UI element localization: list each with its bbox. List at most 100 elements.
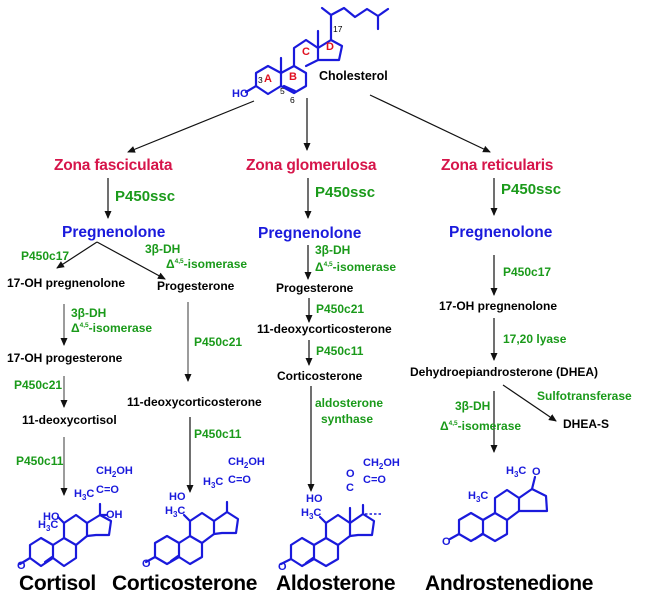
cortisol-double-bond	[43, 555, 54, 564]
cholesterol-label: Cholesterol	[319, 69, 388, 83]
enzyme-glom-3bdh: 3β-DH	[315, 243, 350, 257]
cholesterol-ring-c	[292, 38, 320, 68]
carbon-number-5: 5	[280, 86, 285, 96]
precursor-ret-pregnenolone: Pregnenolone	[449, 224, 553, 241]
aldosterone-h3c-label: H3C	[301, 507, 321, 521]
aldosterone-ring-a	[289, 536, 316, 568]
androstenedione-o17-label: O	[532, 466, 541, 478]
corticosterone-ring-c	[188, 511, 216, 545]
intermediate-fasc-11-deoxycorticosterone: 11-deoxycorticosterone	[127, 395, 262, 409]
carbon-number-17: 17	[333, 24, 343, 34]
androstenedione-ring-d	[517, 487, 549, 513]
arrow-to-reticularis	[369, 94, 491, 153]
intermediate-ret-dhea: Dehydroepiandrosterone (DHEA)	[410, 365, 598, 379]
ring-label-b: B	[289, 71, 297, 83]
arrow-fasc-3bdh-right	[96, 241, 166, 280]
enzyme-fasc-p450c17: P450c17	[21, 249, 69, 263]
androstenedione-ring-b	[481, 511, 509, 543]
corticosterone-keto-bond	[144, 555, 157, 564]
aldosterone-aldehyde-c-label: C	[346, 482, 354, 494]
aldosterone-ch2oh-label: CH2OH	[363, 457, 400, 471]
ring-label-a: A	[264, 73, 272, 85]
precursor-fasc-pregnenolone: Pregnenolone	[62, 224, 166, 241]
cortisol-structure: O HO H3C H3C C=O CH2OH OH	[17, 465, 133, 572]
enzyme-ret-3bdh: 3β-DH	[455, 399, 490, 413]
precursor-glom-pregnenolone: Pregnenolone	[258, 225, 362, 242]
product-name-androstenedione: Androstenedione	[425, 572, 593, 595]
enzyme-ret-p450ssc: P450ssc	[501, 181, 561, 198]
enzyme-ret-sulfotransferase: Sulfotransferase	[537, 389, 632, 403]
aldosterone-ring-b	[312, 536, 340, 568]
ring-label-d: D	[326, 41, 334, 53]
corticosterone-ch2oh-label: CH2OH	[228, 456, 265, 470]
androstenedione-structure: O O H3C H3C	[442, 465, 549, 548]
cholesterol-oh-bond	[244, 84, 258, 94]
androstenedione-ring-c	[493, 488, 521, 522]
corticosterone-oh-bond	[182, 513, 192, 523]
glomerulosa-pathway: Zona glomerulosa P450ssc Pregnenolone 3β…	[246, 157, 396, 492]
enzyme-ret-17-20-lyase: 17,20 lyase	[503, 332, 567, 346]
ring-label-c: C	[302, 46, 310, 58]
enzyme-glom-synthase: synthase	[321, 412, 373, 426]
cholesterol-structure: HO A B C D 3 5 6 17 Cholesterol	[232, 6, 390, 105]
enzyme-fasc-isomerase-right: Δ4,5-isomerase	[166, 257, 247, 271]
aldosterone-oh-bond	[318, 515, 328, 525]
cortisol-oh-bond	[56, 515, 66, 525]
aldosterone-ring-c	[324, 513, 352, 547]
cholesterol-side-chain	[320, 6, 390, 42]
enzyme-glom-aldosterone: aldosterone	[315, 396, 383, 410]
aldosterone-aldehyde-o-label: O	[346, 468, 355, 480]
androstenedione-keto-bond	[448, 532, 461, 541]
aldosterone-double-bond	[304, 556, 315, 565]
intermediate-glom-progesterone: Progesterone	[276, 281, 354, 295]
intermediate-11-deoxycortisol: 11-deoxycortisol	[22, 413, 117, 427]
carbon-number-6: 6	[290, 95, 295, 105]
enzyme-glom-p450c11: P450c11	[316, 344, 364, 358]
fasciculata-pathway: Zona fasciculata P450ssc Pregnenolone P4…	[7, 157, 262, 496]
zone-title-reticularis: Zona reticularis	[441, 157, 553, 174]
product-dhea-s: DHEA-S	[563, 417, 609, 431]
intermediate-glom-corticosterone: Corticosterone	[277, 369, 363, 383]
enzyme-fasc-3bdh-left: 3β-DH	[71, 306, 106, 320]
cortisol-co-label: C=O	[96, 484, 119, 496]
corticosterone-ho-label: HO	[169, 491, 186, 503]
enzyme-fasc-p450ssc: P450ssc	[115, 188, 175, 205]
cholesterol-double-bond	[282, 84, 297, 93]
corticosterone-h3c-label-10: H3C	[165, 505, 185, 519]
carbon-number-3: 3	[258, 75, 263, 85]
enzyme-fasc-p450c21-right: P450c21	[194, 335, 242, 349]
androstenedione-h3c-label-10: H3C	[468, 490, 488, 504]
cortisol-ho-label: HO	[43, 511, 60, 523]
zone-title-glomerulosa: Zona glomerulosa	[246, 157, 377, 174]
cortisol-o-label: O	[17, 560, 26, 572]
aldosterone-co-label: C=O	[363, 474, 386, 486]
corticosterone-double-bond	[169, 554, 180, 563]
androstenedione-h3c-label-13: H3C	[506, 465, 526, 479]
cortisol-h3c-label-13: H3C	[74, 488, 94, 502]
corticosterone-o-label: O	[142, 558, 151, 570]
arrow-to-fasciculata	[127, 100, 255, 153]
zone-title-fasciculata: Zona fasciculata	[54, 157, 173, 174]
cholesterol-ho-label: HO	[232, 88, 249, 100]
cortisol-ch2oh-label: CH2OH	[96, 465, 133, 479]
androstenedione-keto17-bond	[530, 475, 537, 491]
corticosterone-co-label: C=O	[228, 474, 251, 486]
cortisol-ring-d	[85, 513, 113, 538]
intermediate-17oh-progesterone: 17-OH progesterone	[7, 351, 123, 365]
product-name-cortisol: Cortisol	[19, 572, 96, 595]
cholesterol-ring-b	[279, 64, 308, 95]
enzyme-fasc-isomerase-left: Δ4,5-isomerase	[71, 321, 152, 335]
cortisol-keto-bond	[18, 556, 32, 566]
intermediate-ret-17oh-pregnenolone: 17-OH pregnenolone	[439, 299, 557, 313]
enzyme-fasc-p450c11-left: P450c11	[16, 454, 64, 468]
cortisol-ring-c	[62, 513, 89, 547]
aldosterone-o-label: O	[278, 561, 287, 573]
enzyme-glom-p450c21: P450c21	[316, 302, 364, 316]
reticularis-pathway: Zona reticularis P450ssc Pregnenolone P4…	[410, 157, 632, 453]
corticosterone-h3c-label-13: H3C	[203, 476, 223, 490]
arrow-ret-sulfotransferase	[502, 384, 557, 422]
enzyme-ret-p450c17: P450c17	[503, 265, 551, 279]
arrow-fasc-c17	[56, 241, 98, 269]
androstenedione-o3-label: O	[442, 536, 451, 548]
